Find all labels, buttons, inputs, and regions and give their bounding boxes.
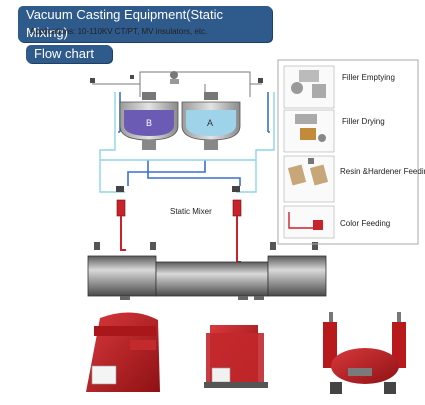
static-mixer-right xyxy=(232,186,242,263)
step-color-feeding-icon xyxy=(283,205,335,239)
tank-b xyxy=(119,92,179,150)
static-mixer-label: Static Mixer xyxy=(170,207,212,216)
process-steps-panel xyxy=(277,59,419,245)
tank-b-label: B xyxy=(146,118,152,128)
applications-text: Applications: 10-110KV CT/PT, MV insulat… xyxy=(30,27,208,36)
product-insulator-left xyxy=(86,312,160,392)
step-resin-hardener-feeding-icon xyxy=(283,155,335,203)
static-mixer-left xyxy=(116,186,126,251)
valve-icons xyxy=(90,71,263,84)
vacuum-chambers xyxy=(87,242,327,300)
product-insulator-center xyxy=(204,325,268,388)
flow-chart-banner: Flow chart xyxy=(26,45,112,63)
tank-a xyxy=(181,92,241,150)
step-filler-emptying-icon xyxy=(283,65,335,109)
step-label-filler-emptying: Filler Emptying xyxy=(342,73,395,82)
product-insulator-right xyxy=(323,312,406,394)
step-filler-drying-icon xyxy=(283,109,335,153)
title-banner: Vacuum Casting Equipment(Static Mixing) xyxy=(18,6,272,42)
cyan-pipes xyxy=(99,92,275,193)
step-label-resin-hardener-feeding: Resin &Hardener Feeding xyxy=(340,167,425,176)
step-label-filler-drying: Filler Drying xyxy=(342,117,385,126)
step-label-color-feeding: Color Feeding xyxy=(340,219,390,228)
tank-a-label: A xyxy=(207,118,213,128)
